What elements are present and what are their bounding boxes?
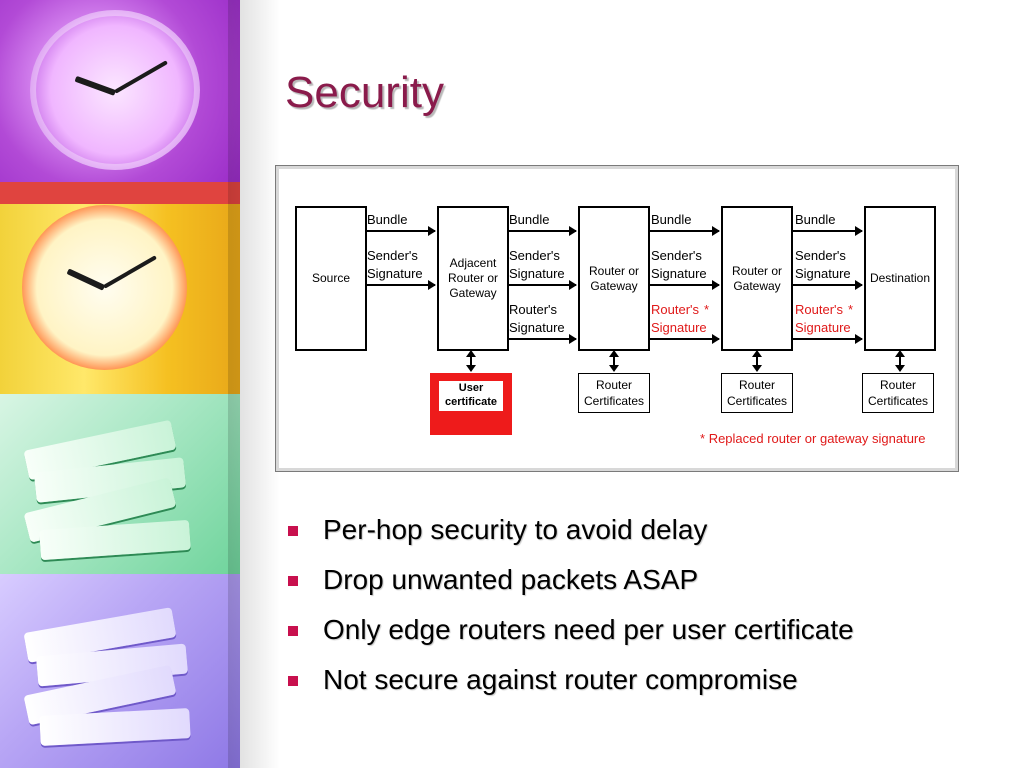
destination-node: Destination [864,206,936,351]
destination-label: Destination [869,271,931,285]
bullet-square-icon [288,626,298,636]
purple-clock-icon [30,10,200,170]
bundle-arrow [791,226,863,236]
strip-shadow [228,0,280,768]
footnote-text: Replaced router or gateway signature [708,431,926,446]
senders-sig-arrow [648,280,720,290]
router2-label-2: Gateway [733,278,781,293]
decorative-image-strip [0,0,240,768]
router1-label-2: Gateway [590,278,638,293]
router-cert-label-2: Certificates [867,394,929,408]
bullet-text: Per-hop security to avoid delay [323,514,708,545]
bullet-list: Per-hop security to avoid delay Drop unw… [285,512,854,712]
bullet-square-icon [288,526,298,536]
router-cert-label-1: Router [738,378,776,392]
router-node-1: Router or Gateway [578,206,650,351]
router-certificates-box: Router Certificates [862,373,934,413]
router-cert-label-2: Certificates [726,394,788,408]
senders-sig-label-1: Sender's [367,248,418,263]
adjacent-label-3: Gateway [449,286,497,300]
replaced-sig-label-2: Signature [651,320,707,335]
bundle-label: Bundle [509,212,550,227]
senders-sig-arrow [791,280,863,290]
senders-sig-label-2: Signature [795,266,851,281]
user-certificate-box: User certificate [439,381,503,411]
replaced-sig-label-2: Signature [795,320,851,335]
senders-sig-label-1: Sender's [795,248,846,263]
senders-sig-label-1: Sender's [651,248,702,263]
bundle-arrow [507,226,577,236]
user-certificate-label-2: certificate [445,396,497,408]
replaced-star: * [704,302,710,317]
senders-sig-label-2: Signature [509,266,565,281]
double-arrow-icon [752,350,762,372]
replaced-sig-label-1: Router's [651,302,700,317]
double-arrow-icon [895,350,905,372]
adjacent-label-2: Router or [447,271,499,285]
replaced-sig-arrow [648,334,720,344]
adjacent-router-node: Adjacent Router or Gateway [437,206,509,351]
adjacent-label-1: Adjacent [449,256,497,270]
senders-sig-label-1: Sender's [509,248,560,263]
router-node-2: Router or Gateway [721,206,793,351]
bullet-item: Only edge routers need per user certific… [285,612,854,662]
user-certificate-label-1: User [458,382,484,394]
bundle-arrow [648,226,720,236]
red-band [0,182,240,204]
senders-sig-arrow [507,280,577,290]
bullet-text: Drop unwanted packets ASAP [323,564,699,595]
user-certificate-highlight: User certificate [430,373,512,435]
bullet-item: Per-hop security to avoid delay [285,512,854,562]
routers-sig-label-2: Signature [509,320,565,335]
bullet-square-icon [288,676,298,686]
router-cert-label-1: Router [595,378,633,392]
bullet-text: Only edge routers need per user certific… [323,614,854,645]
double-arrow-icon [466,350,476,372]
routers-sig-arrow [507,334,577,344]
replaced-sig-arrow [791,334,863,344]
orange-clock-icon [22,205,187,370]
router-cert-label-2: Certificates [583,394,645,408]
bundle-arrow [365,226,436,236]
router2-label-1: Router or [731,263,783,278]
senders-sig-label-2: Signature [367,266,423,281]
router-cert-label-1: Router [879,378,917,392]
footnote: * Replaced router or gateway signature [700,431,925,447]
double-arrow-icon [609,350,619,372]
bundle-label: Bundle [795,212,836,227]
bundle-label: Bundle [367,212,408,227]
routers-sig-label-1: Router's [509,302,558,317]
security-diagram: Source Adjacent Router or Gateway Router… [275,165,959,472]
bundle-label: Bundle [651,212,692,227]
router-certificates-box: Router Certificates [578,373,650,413]
bullet-text: Not secure against router compromise [323,664,798,695]
router-certificates-box: Router Certificates [721,373,793,413]
bullet-item: Drop unwanted packets ASAP [285,562,854,612]
source-label: Source [311,271,351,285]
senders-sig-label-2: Signature [651,266,707,281]
footnote-star: * [700,431,706,446]
senders-sig-arrow [365,280,436,290]
slide-title: Security [285,68,444,117]
replaced-sig-label-1: Router's [795,302,844,317]
bullet-item: Not secure against router compromise [285,662,854,712]
bullet-square-icon [288,576,298,586]
router1-label-1: Router or [588,263,640,278]
replaced-star: * [848,302,854,317]
source-node: Source [295,206,367,351]
